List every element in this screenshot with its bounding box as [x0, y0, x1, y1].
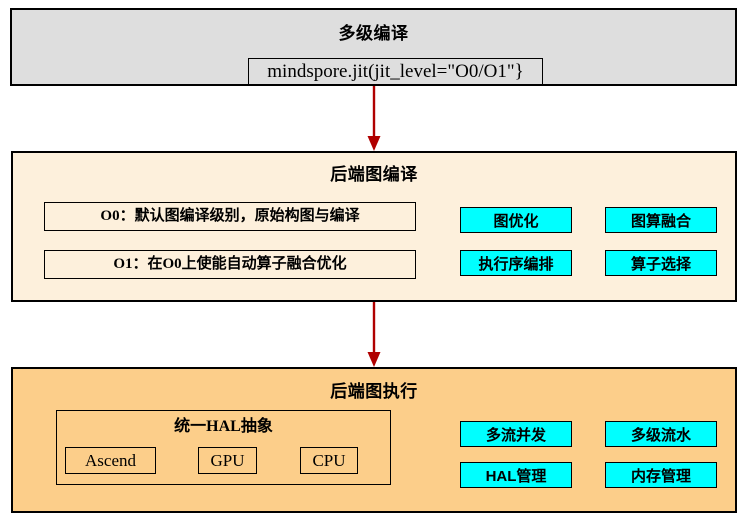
unified-hal-abstraction-title: 统一HAL抽象 — [174, 418, 273, 435]
section-title-multi-level-compilation: 多级编译 — [338, 24, 409, 43]
chip-graph-kernel-fusion: 图算融合 — [605, 207, 717, 233]
section-backend-graph-compile: 后端图编译 O0：默认图编译级别，原始构图与编译 O1：在O0上使能自动算子融合… — [11, 151, 737, 302]
arrow-down-execute-icon — [366, 302, 382, 368]
section-multi-level-compilation: 多级编译 mindspore.jit(jit_level="O0/O1"} — [10, 8, 737, 86]
jit-level-o1-description: O1：在O0上使能自动算子融合优化 — [44, 250, 416, 279]
chip-multi-level-pipeline: 多级流水 — [605, 421, 717, 447]
section-backend-graph-execute: 后端图执行 统一HAL抽象 Ascend GPU CPU 多流并发 多级流水 H… — [11, 367, 737, 513]
unified-hal-abstraction-group: 统一HAL抽象 Ascend GPU CPU — [56, 410, 391, 485]
device-cpu: CPU — [300, 447, 358, 474]
chip-hal-management: HAL管理 — [460, 462, 572, 488]
chip-execution-order-scheduling: 执行序编排 — [460, 250, 572, 276]
jit-level-code-box: mindspore.jit(jit_level="O0/O1"} — [248, 58, 543, 85]
section-title-backend-graph-execute: 后端图执行 — [330, 382, 418, 401]
device-gpu: GPU — [198, 447, 257, 474]
jit-level-o0-description: O0：默认图编译级别，原始构图与编译 — [44, 202, 416, 231]
chip-memory-management: 内存管理 — [605, 462, 717, 488]
chip-multi-stream-concurrency: 多流并发 — [460, 421, 572, 447]
arrow-down-compile-icon — [366, 86, 382, 152]
device-ascend: Ascend — [65, 447, 156, 474]
section-title-backend-graph-compile: 后端图编译 — [330, 165, 418, 184]
chip-graph-optimization: 图优化 — [460, 207, 572, 233]
chip-operator-selection: 算子选择 — [605, 250, 717, 276]
